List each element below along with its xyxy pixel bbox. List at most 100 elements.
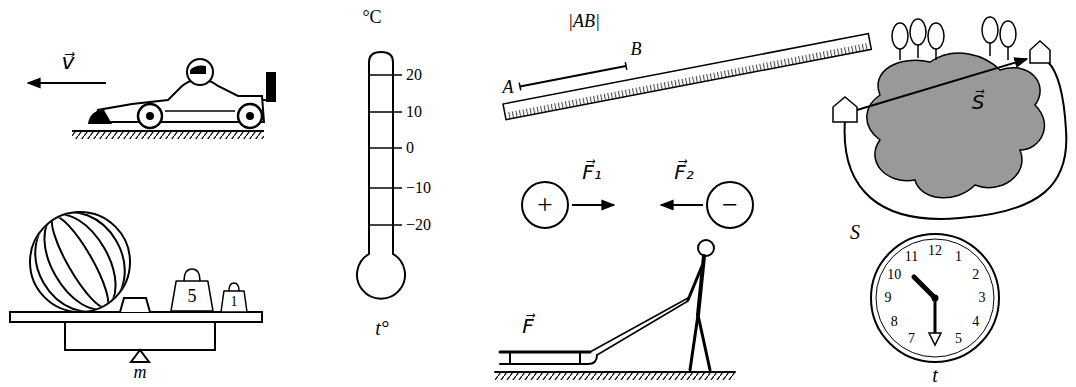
scale-number: 10 — [406, 103, 422, 121]
segment-end — [519, 83, 521, 91]
driver-helmet — [187, 59, 213, 85]
weight-body — [221, 291, 247, 312]
scale-pivot — [131, 350, 149, 362]
tree-trunk — [899, 49, 901, 60]
node-body: + — [521, 181, 569, 229]
point-label: B — [631, 40, 642, 60]
ruler-body — [503, 34, 871, 120]
person-body — [698, 256, 704, 315]
clock — [871, 234, 999, 362]
velocity-symbol: v⃗ — [61, 50, 74, 74]
tree-trunk — [935, 49, 937, 60]
temperature-symbol: t° — [375, 317, 389, 339]
ground-hatch — [495, 372, 735, 380]
wheel — [138, 104, 162, 128]
scale-tick — [369, 187, 402, 189]
weight-body — [171, 281, 213, 311]
clock-number: 1 — [955, 250, 962, 265]
weight-knob — [229, 283, 239, 291]
sled-leg — [509, 352, 511, 363]
node-text: 5 — [188, 287, 197, 305]
force-arrow — [572, 204, 614, 206]
mass-symbol: m — [134, 363, 147, 383]
clock-center — [932, 295, 939, 302]
force-symbol: F⃗₁ — [582, 161, 602, 183]
sled-leg — [579, 352, 581, 363]
scale-number: 20 — [406, 66, 422, 84]
sled-puller — [495, 240, 735, 380]
path-symbol: S — [850, 221, 860, 243]
node-text: + — [537, 191, 553, 219]
tree — [1000, 21, 1016, 47]
wheel-hub — [246, 112, 254, 120]
scale-tick — [369, 111, 402, 113]
lake — [867, 53, 1045, 198]
length-symbol: |AB| — [568, 12, 600, 32]
balance-scale — [10, 196, 262, 362]
watermelon — [30, 212, 130, 312]
clock-number: 12 — [928, 243, 942, 258]
scale-stand — [65, 322, 215, 350]
person-head — [698, 240, 714, 256]
force-arrow — [661, 204, 703, 206]
point-label: A — [503, 78, 514, 98]
rear-wing — [266, 72, 276, 102]
tree — [928, 23, 944, 49]
displacement-arrow — [857, 59, 1027, 110]
person-leg — [698, 315, 710, 370]
ground-hatch — [72, 131, 264, 139]
sled-runner — [500, 355, 597, 364]
person-arm — [688, 266, 702, 300]
scale-tick — [369, 74, 402, 76]
node-text: 1 — [231, 295, 238, 309]
segment-end — [625, 62, 627, 70]
thermometer — [357, 52, 405, 299]
clock-number: 4 — [972, 314, 979, 329]
clock-number: 7 — [908, 331, 915, 346]
scale-pointer — [120, 298, 150, 312]
displacement-symbol: S⃗ — [972, 91, 985, 113]
weight: 5 — [170, 268, 214, 312]
clock-face — [876, 239, 994, 357]
helmet-visor — [190, 66, 206, 75]
node-body: 5 — [170, 268, 214, 312]
segment-ab — [520, 66, 626, 86]
tree — [910, 19, 926, 45]
node-body: − — [706, 181, 754, 229]
minute-hand-tip — [929, 333, 941, 345]
scale-number: −20 — [406, 216, 431, 234]
clock-number: 9 — [885, 290, 892, 305]
tree-trunk — [989, 43, 991, 56]
ruler — [500, 16, 872, 120]
rope — [590, 298, 688, 352]
clock-number: 10 — [887, 267, 901, 282]
weight-knob — [184, 269, 200, 281]
body-stripe — [165, 110, 235, 112]
clock-number: 8 — [891, 314, 898, 329]
tree-trunk — [917, 45, 919, 58]
time-symbol: t — [932, 364, 938, 386]
force-arrows — [572, 205, 703, 206]
car-nose — [88, 110, 112, 124]
clock-number: 5 — [955, 331, 962, 346]
scale-number: 0 — [406, 139, 414, 157]
tree — [892, 23, 908, 49]
clock-number: 3 — [979, 290, 986, 305]
clock-number: 11 — [905, 250, 918, 265]
ruler-ticks — [508, 43, 869, 119]
hour-hand — [914, 277, 935, 298]
wheel-hub — [146, 112, 154, 120]
node-body: 1 — [220, 282, 248, 313]
wheel — [238, 104, 262, 128]
sled-board — [500, 351, 590, 354]
map — [833, 17, 1066, 219]
unit-label: °C — [362, 8, 381, 28]
house — [1030, 41, 1050, 63]
thermometer-outline — [357, 52, 405, 299]
node-text: − — [722, 191, 738, 219]
scale-number: −10 — [406, 179, 431, 197]
minute-hand — [934, 298, 937, 333]
tree — [982, 17, 998, 43]
